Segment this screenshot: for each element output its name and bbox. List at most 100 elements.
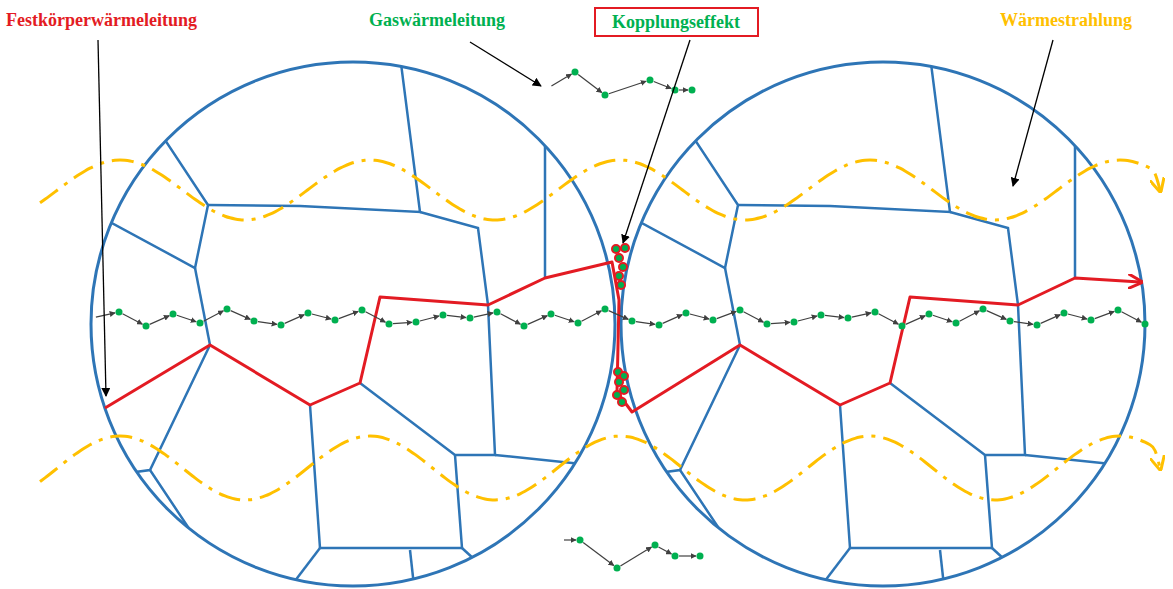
molecule-path	[1041, 315, 1061, 324]
grain-boundary	[310, 405, 462, 548]
gas-molecule	[764, 321, 771, 328]
molecule-path	[1068, 314, 1087, 319]
particle-fill	[621, 62, 1145, 586]
gas-molecule	[656, 322, 663, 329]
gas-molecule	[197, 320, 204, 327]
molecule-path	[123, 314, 143, 324]
molecule-path	[960, 311, 980, 321]
gas-molecule	[251, 318, 258, 325]
gas-molecule	[980, 306, 987, 313]
molecule-path	[583, 542, 614, 565]
gas-molecule	[467, 315, 474, 322]
gas-molecule	[614, 565, 621, 572]
molecule-path	[150, 316, 170, 325]
molecule-path	[620, 547, 651, 566]
radiation-label: Wärmestrahlung	[1000, 10, 1132, 32]
grain-boundary	[950, 212, 1018, 305]
molecule-path	[312, 314, 331, 319]
molecule-path	[654, 81, 672, 88]
gas-molecule	[440, 312, 447, 319]
grain-boundary	[1074, 40, 1077, 278]
molecule-path	[609, 81, 646, 93]
leader-line	[1013, 40, 1053, 186]
gas-molecule	[1007, 318, 1014, 325]
coupling-box: Kopplungseffekt	[594, 7, 759, 37]
molecule-path	[659, 547, 672, 554]
molecule-path	[906, 316, 926, 325]
grain-boundary	[570, 345, 740, 485]
grain-boundary	[1025, 455, 1170, 470]
gas-molecule	[737, 307, 744, 314]
gas-molecule	[413, 319, 420, 326]
grain-boundary	[725, 268, 740, 345]
grain-boundary	[940, 550, 950, 589]
grain-boundary	[840, 405, 992, 548]
radiation-wave	[40, 160, 1160, 220]
gas-molecule	[652, 542, 659, 549]
molecule-path	[679, 555, 696, 556]
gas-molecule	[1061, 310, 1068, 317]
gas-molecule	[386, 321, 393, 328]
contact-molecule	[612, 245, 620, 253]
molecule-path	[825, 315, 844, 317]
contact-molecule	[619, 263, 627, 271]
gas-molecule	[359, 307, 366, 314]
gas-molecule	[1115, 307, 1122, 314]
coupling-label: Kopplungseffekt	[596, 12, 757, 34]
molecule-path	[285, 315, 305, 324]
molecule-path	[204, 311, 224, 321]
gas-molecule	[1034, 322, 1041, 329]
leader-line	[470, 42, 541, 86]
gas-molecule	[872, 309, 879, 316]
molecule-path	[798, 316, 817, 321]
molecule-path	[771, 322, 790, 323]
contact-molecule	[615, 254, 623, 262]
particle-fill	[91, 62, 615, 586]
molecule-path	[879, 314, 899, 324]
contact-molecule	[618, 398, 626, 406]
molecule-path	[1095, 311, 1114, 318]
gas-molecule	[494, 309, 501, 316]
molecule-path	[852, 313, 871, 317]
grain-boundary	[495, 455, 640, 470]
grain-boundary	[462, 548, 540, 589]
gas-molecule	[572, 69, 579, 76]
gas-molecule	[577, 537, 584, 544]
molecule-path	[96, 313, 115, 317]
gas-molecule	[575, 320, 582, 327]
grain-boundary	[195, 268, 210, 345]
grain-boundary	[890, 305, 1025, 455]
molecule-path	[528, 316, 548, 325]
particle-outline	[621, 62, 1145, 586]
contact-molecule	[615, 272, 623, 280]
leader-line	[98, 40, 106, 396]
gas-molecule	[791, 319, 798, 326]
molecule-path	[564, 539, 576, 540]
gas-molecule	[845, 315, 852, 322]
molecule-path	[551, 74, 571, 86]
molecule-path	[231, 311, 251, 320]
gas-molecule	[521, 323, 528, 330]
gas-molecule	[629, 318, 636, 325]
gas-molecule	[143, 323, 150, 330]
molecule-path	[501, 314, 521, 324]
grain-boundary	[40, 345, 210, 485]
grain-boundary	[420, 212, 488, 305]
molecule-path	[578, 74, 602, 92]
gas-molecule	[710, 317, 717, 324]
molecule-path	[1122, 312, 1142, 322]
molecule-path	[663, 315, 683, 324]
gas-molecule	[224, 306, 231, 313]
contact-molecule	[615, 378, 623, 386]
contact-molecule	[621, 244, 629, 252]
molecule-path	[447, 315, 466, 317]
gas-molecule	[548, 311, 555, 318]
leader-line	[623, 40, 690, 243]
grain-boundary	[360, 305, 495, 455]
particle-outline	[91, 62, 615, 586]
molecule-path	[690, 314, 709, 319]
gas-molecule	[689, 87, 696, 94]
gas-molecule	[332, 317, 339, 324]
